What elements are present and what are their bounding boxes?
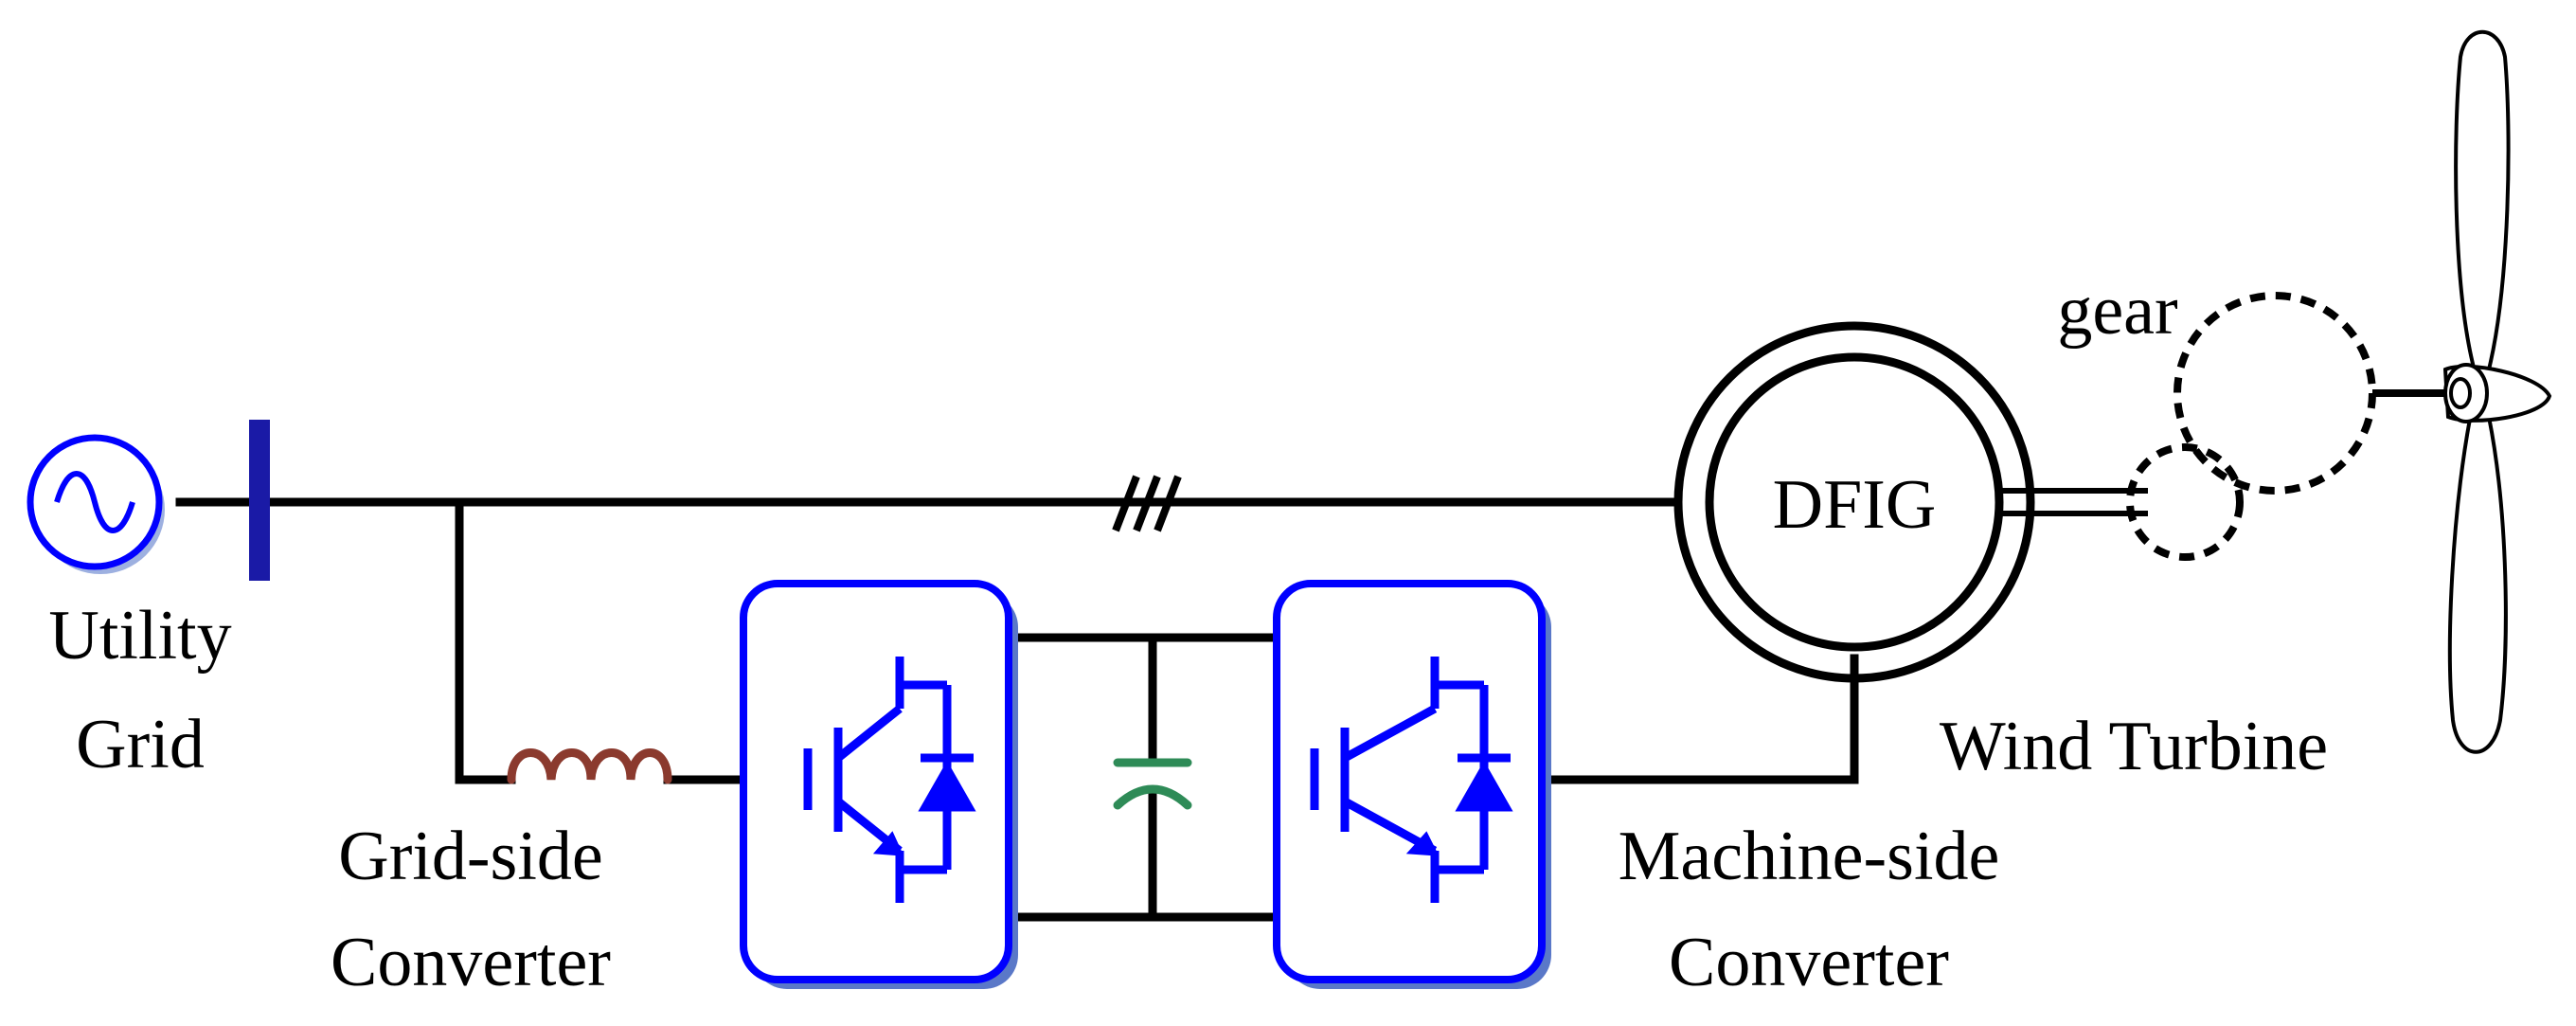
gear-label: gear bbox=[2057, 272, 2177, 350]
gsc-label-line1: Grid-side bbox=[338, 818, 603, 895]
machine-side-converter-block bbox=[1273, 580, 1551, 989]
dfig-machine-icon bbox=[1673, 321, 2035, 683]
generator-label: DFIG bbox=[1773, 466, 1937, 544]
three-phase-marker-icon bbox=[1112, 475, 1182, 532]
source-label-line1: Utility bbox=[48, 597, 231, 675]
source-label-line2: Grid bbox=[76, 706, 205, 783]
igbt-diode-icon bbox=[803, 657, 976, 903]
igbt-diode-icon bbox=[1310, 657, 1513, 903]
main-wiring bbox=[175, 497, 1859, 922]
generator-shaft bbox=[1999, 488, 2148, 516]
gsc-label-line2: Converter bbox=[331, 924, 611, 1001]
msc-label-line1: Machine-side bbox=[1619, 818, 2000, 895]
ac-voltage-source-icon bbox=[27, 434, 165, 574]
busbar-icon bbox=[249, 420, 270, 581]
grid-side-converter-block bbox=[740, 580, 1018, 989]
inductor-icon bbox=[507, 748, 672, 784]
capacitor-icon bbox=[1113, 758, 1192, 810]
msc-label-line2: Converter bbox=[1669, 924, 1949, 1001]
turbine-label: Wind Turbine bbox=[1940, 708, 2328, 785]
wind-turbine-icon bbox=[2442, 29, 2552, 754]
